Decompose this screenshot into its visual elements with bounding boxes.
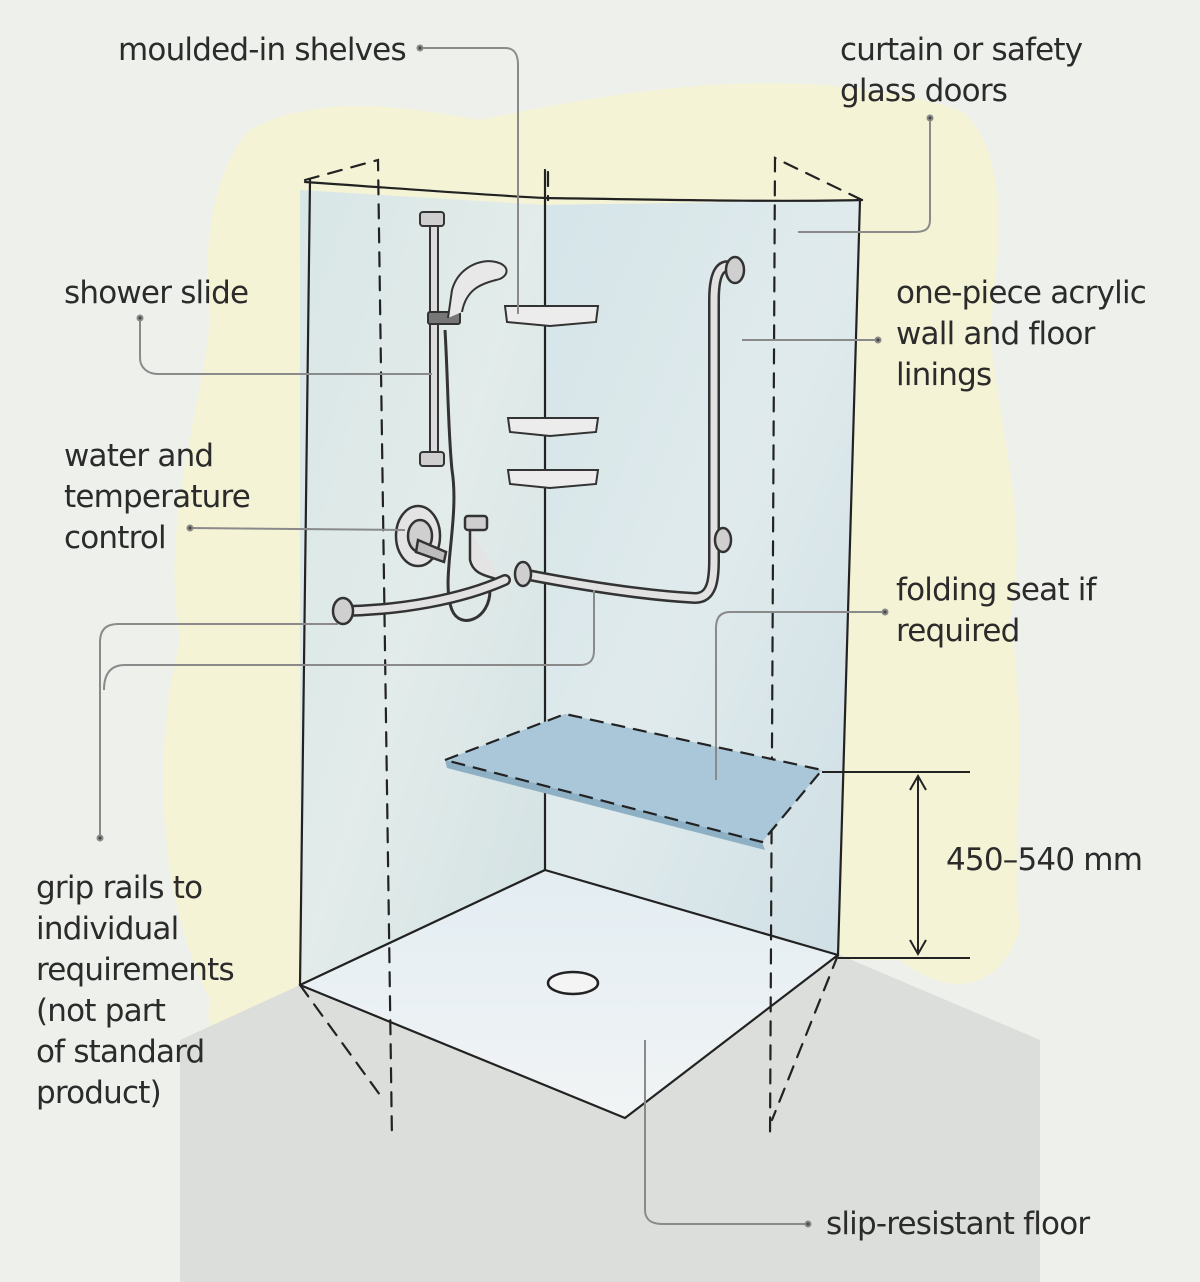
label-seat-height: 450–540 mm xyxy=(946,840,1142,881)
label-curtain-doors: curtain or safety glass doors xyxy=(840,30,1082,112)
label-water-control-line2: temperature xyxy=(64,477,250,518)
label-water-control-line1: water and xyxy=(64,436,250,477)
label-curtain-doors-line2: glass doors xyxy=(840,71,1082,112)
label-grip-rails-line2: individual xyxy=(36,909,234,950)
label-acrylic-linings-line2: wall and floor xyxy=(896,314,1146,355)
label-grip-rails-line5: of standard xyxy=(36,1032,234,1073)
label-grip-rails-line4: (not part xyxy=(36,991,234,1032)
label-slip-floor: slip-resistant floor xyxy=(826,1204,1089,1245)
label-grip-rails-line3: requirements xyxy=(36,950,234,991)
label-grip-rails-line1: grip rails to xyxy=(36,868,234,909)
label-acrylic-linings: one-piece acrylic wall and floor linings xyxy=(896,273,1146,396)
label-folding-seat-line1: folding seat if xyxy=(896,570,1096,611)
label-acrylic-linings-line1: one-piece acrylic xyxy=(896,273,1146,314)
label-folding-seat: folding seat if required xyxy=(896,570,1096,652)
label-water-control: water and temperature control xyxy=(64,436,250,559)
label-acrylic-linings-line3: linings xyxy=(896,355,1146,396)
label-moulded-shelves: moulded-in shelves xyxy=(118,30,406,71)
label-folding-seat-line2: required xyxy=(896,611,1096,652)
label-grip-rails: grip rails to individual requirements (n… xyxy=(36,868,234,1114)
drain xyxy=(548,972,598,994)
label-grip-rails-line6: product) xyxy=(36,1073,234,1114)
label-water-control-line3: control xyxy=(64,518,250,559)
label-shower-slide: shower slide xyxy=(64,273,248,314)
label-curtain-doors-line1: curtain or safety xyxy=(840,30,1082,71)
